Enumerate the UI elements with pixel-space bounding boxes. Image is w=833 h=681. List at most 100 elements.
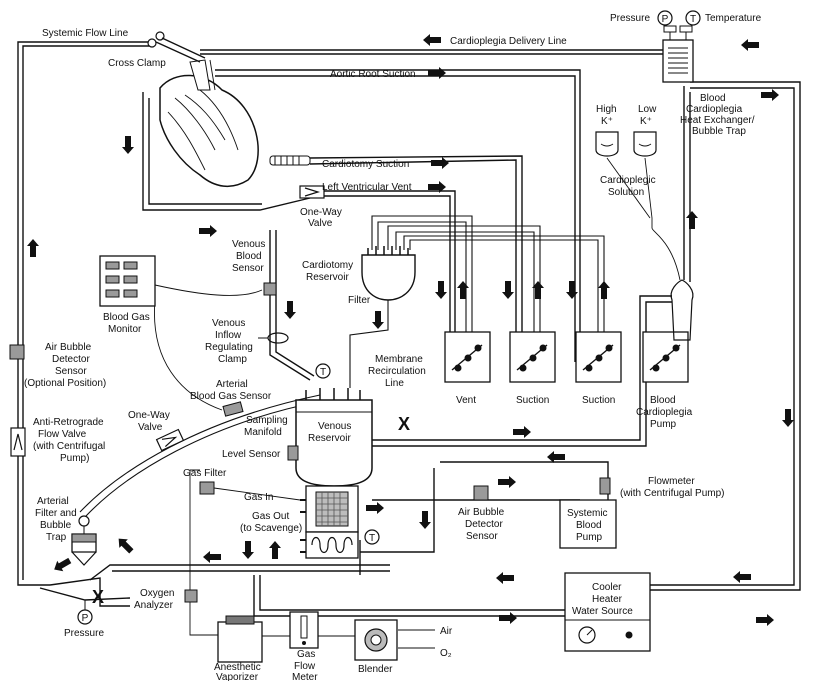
arterial-filter xyxy=(71,515,97,566)
heart xyxy=(159,59,259,187)
arrow-icon xyxy=(686,211,698,229)
arrow-icon xyxy=(419,511,431,529)
one-way-valve-top xyxy=(299,185,325,199)
gas-filter xyxy=(199,481,215,495)
label-arterial-filter: Arterial Filter and Bubble Trap xyxy=(35,496,79,543)
oxygenator xyxy=(300,485,359,559)
arrow-icon xyxy=(51,555,73,575)
suction-pump-1 xyxy=(509,331,556,383)
blood-gas-monitor xyxy=(99,255,156,307)
cardioplegia-return-line xyxy=(650,81,801,591)
temperature-sensor-oxygenator: T xyxy=(364,529,380,545)
pressure-symbol: P xyxy=(82,613,89,624)
label-venous-blood-sensor: Venous Blood Sensor xyxy=(232,239,268,274)
low-k-bag xyxy=(633,131,657,157)
arrow-icon xyxy=(499,612,517,624)
label-gas-filter: Gas Filter xyxy=(183,468,227,479)
aortic-root-suction-line xyxy=(215,69,581,362)
venous-inflow-clamp[interactable] xyxy=(258,332,289,344)
arrow-icon xyxy=(435,281,447,299)
label-arterial-blood-gas-sensor: Arterial Blood Gas Sensor xyxy=(190,379,272,402)
label-systemic-blood-pump: Systemic Blood Pump xyxy=(567,508,610,543)
cardiotomy-suction-line xyxy=(309,159,517,362)
label-air-bubble-detector: Air Bubble Detector Sensor xyxy=(458,507,507,542)
arrow-icon xyxy=(431,157,449,169)
arterial-blood-gas-sensor xyxy=(222,401,244,417)
label-blender: Blender xyxy=(358,664,393,675)
arrow-icon xyxy=(27,239,39,257)
label-cross-clamp: Cross Clamp xyxy=(108,58,166,69)
oxygen-analyzer xyxy=(184,589,198,603)
label-cardioplegic-solution: Cardioplegic Solution xyxy=(600,175,658,198)
label-blood-cardioplegia-heat-exchanger: Blood Cardioplegia Heat Exchanger/ Bubbl… xyxy=(680,93,757,137)
label-aortic-root-suction: Aortic Root Suction xyxy=(330,69,416,80)
tubing-network xyxy=(17,41,801,649)
label-gas-out: Gas Out (to Scavenge) xyxy=(240,511,302,534)
arrow-icon xyxy=(269,541,281,559)
label-filter: Filter xyxy=(348,295,371,306)
flow-arrows xyxy=(27,34,794,626)
arrow-icon xyxy=(513,426,531,438)
label-blood-cardioplegia-pump: Blood Cardioplegia Pump xyxy=(636,395,695,430)
systemic-blood-pump xyxy=(559,499,617,549)
pressure-gauge-top: P xyxy=(657,10,673,26)
recirculation-clamp-x: X xyxy=(398,414,410,434)
arrow-icon xyxy=(547,451,565,463)
cross-clamp[interactable] xyxy=(147,31,206,63)
blood-cardioplegia-pump xyxy=(642,279,694,383)
label-pressure-bottom: Pressure xyxy=(64,628,104,639)
temperature-sensor-reservoir: T xyxy=(315,363,331,379)
arterial-clamp-x: X xyxy=(92,587,104,607)
arrow-icon xyxy=(122,136,134,154)
label-anesthetic-vaporizer: Anesthetic Vaporizer xyxy=(214,662,263,681)
label-temperature-top: Temperature xyxy=(705,13,762,24)
label-pressure-top: Pressure xyxy=(610,13,650,24)
label-venous-inflow-clamp: Venous Inflow Regulating Clamp xyxy=(205,318,256,365)
systemic-flow-line-inner xyxy=(22,45,150,580)
label-venous-reservoir: Venous Reservoir xyxy=(308,421,354,444)
label-flowmeter: Flowmeter (with Centrifugal Pump) xyxy=(620,476,724,499)
cardiotomy-suction-tip xyxy=(269,155,311,166)
anti-retrograde-valve xyxy=(10,427,26,457)
suction-pump-2 xyxy=(575,331,622,383)
arrow-icon xyxy=(761,89,779,101)
label-cardiotomy-reservoir: Cardiotomy Reservoir xyxy=(302,260,356,283)
blender xyxy=(354,619,398,661)
gas-flow-meter xyxy=(289,611,319,649)
arrow-icon xyxy=(284,301,296,319)
systemic-flow-line xyxy=(17,41,150,586)
arrow-icon xyxy=(428,67,446,79)
pressure-gauge-bottom: P xyxy=(77,600,93,625)
arrow-icon xyxy=(114,534,136,556)
label-air-bubble-detector-optional: Air Bubble Detector Sensor (Optional Pos… xyxy=(24,342,106,389)
label-membrane-recirculation-line: Membrane Recirculation Line xyxy=(368,354,429,389)
label-o2: O₂ xyxy=(440,648,452,659)
arrow-icon xyxy=(502,281,514,299)
arrow-icon xyxy=(423,34,441,46)
label-oxygen-analyzer: Oxygen Analyzer xyxy=(134,588,177,611)
label-left-ventricular-vent: Left Ventricular Vent xyxy=(322,182,412,193)
membrane-recirculation-line xyxy=(372,295,672,441)
arrow-icon xyxy=(199,225,217,237)
level-sensor xyxy=(287,445,299,461)
high-k-bag xyxy=(595,131,619,157)
label-anti-retrograde-valve: Anti-Retrograde Flow Valve (with Centrif… xyxy=(33,417,108,464)
cardioplegia-heat-exchanger xyxy=(662,25,694,83)
arrow-icon xyxy=(598,281,610,299)
cardiotomy-reservoir xyxy=(361,246,416,301)
arrow-icon xyxy=(457,281,469,299)
left-ventricular-vent-line xyxy=(300,195,451,362)
flowmeter xyxy=(599,477,611,495)
label-air: Air xyxy=(440,626,453,637)
air-bubble-detector-optional xyxy=(9,344,25,360)
labels: Systemic Flow Line Cross Clamp Cardiople… xyxy=(24,13,762,681)
arrow-icon xyxy=(733,571,751,583)
air-bubble-detector xyxy=(473,485,489,501)
temperature-symbol: T xyxy=(320,367,326,378)
arrow-icon xyxy=(496,572,514,584)
arrow-icon xyxy=(741,39,759,51)
vent-pump xyxy=(444,331,491,383)
arrow-icon xyxy=(498,476,516,488)
label-high-k: High K⁺ xyxy=(596,104,619,127)
